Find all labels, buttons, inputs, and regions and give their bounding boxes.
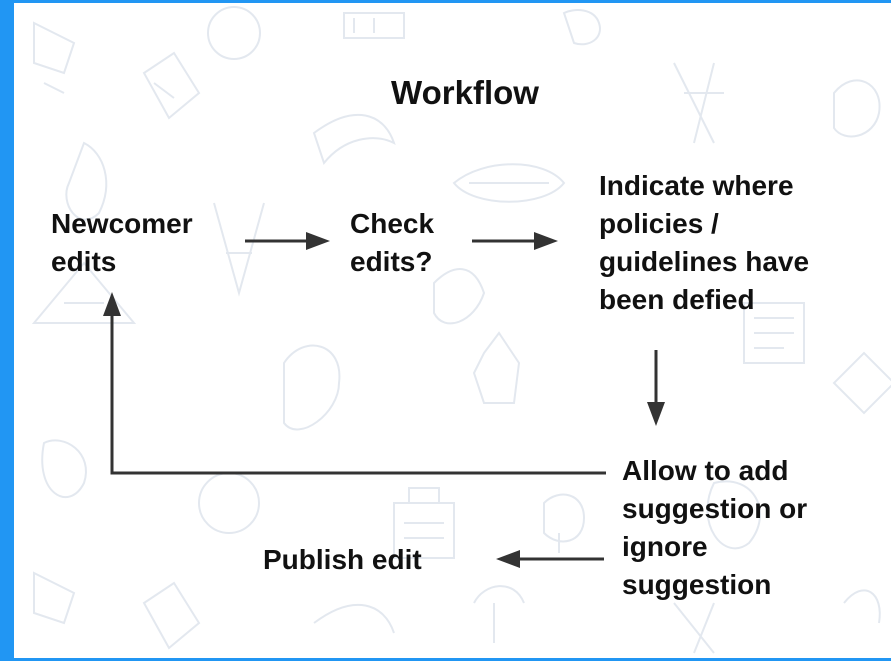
doodle-background [31, 6, 891, 654]
node-indicate-defied-policies: Indicate where policies / guidelines hav… [599, 170, 810, 315]
arrowhead-to-publish [496, 550, 520, 568]
arrowhead-to-allow [647, 402, 665, 426]
arrowhead-to-newcomer [103, 292, 121, 316]
diagram-title: Workflow [391, 74, 539, 111]
node-check-edits: Check edits? [350, 208, 435, 277]
arrow-allow-to-newcomer [110, 314, 606, 475]
arrowhead-to-check [306, 232, 330, 250]
left-border [0, 0, 14, 661]
top-border [0, 0, 891, 3]
arrowhead-to-indicate [534, 232, 558, 250]
node-newcomer-edits: Newcomer edits [51, 208, 193, 277]
node-allow-suggestion: Allow to add suggestion or ignore sugges… [622, 455, 808, 600]
node-publish-edit: Publish edit [263, 544, 422, 575]
bottom-border [0, 658, 891, 661]
